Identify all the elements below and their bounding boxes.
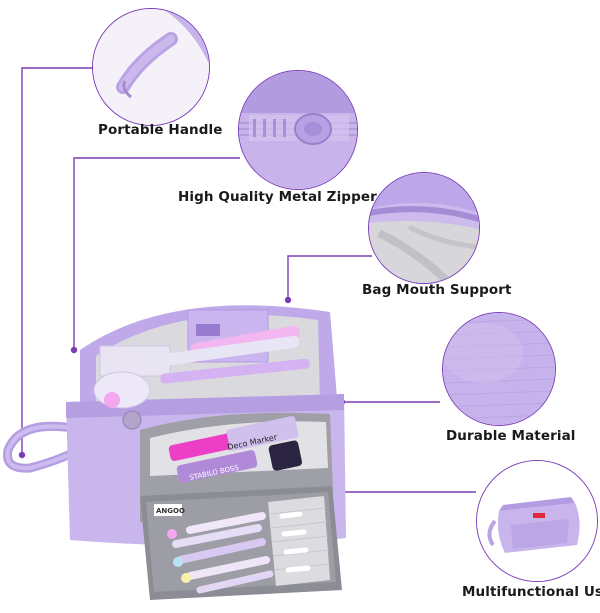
mouth-detail-image <box>369 173 479 283</box>
label-mouth-support: Bag Mouth Support <box>362 282 512 298</box>
feature-circle-mouth <box>368 172 480 284</box>
label-metal-zipper: High Quality Metal Zipper <box>178 189 377 205</box>
connector-zipper-dot <box>70 346 78 354</box>
label-durable-material: Durable Material <box>446 428 576 444</box>
feature-circle-zipper <box>238 70 358 190</box>
brand-tag-label: ANGOO <box>156 507 185 515</box>
material-detail-image <box>443 313 555 425</box>
label-multifunctional-use: Multifunctional Use <box>462 584 600 600</box>
connector-mouth <box>287 255 372 300</box>
connector-handle-dot <box>18 451 26 459</box>
label-portable-handle: Portable Handle <box>98 122 223 138</box>
feature-circle-material <box>442 312 556 426</box>
connector-mouth-dot <box>284 296 292 304</box>
brand-tag <box>533 513 545 518</box>
zipper-detail-image <box>239 71 357 189</box>
pencil-case-illustration: STABILO BOSS Deco Marker ANGOO <box>2 305 346 600</box>
feature-circle-use <box>476 460 598 582</box>
use-detail-image <box>477 461 597 581</box>
feature-circle-handle <box>92 8 210 126</box>
handle-detail-image <box>93 9 209 125</box>
connector-handle <box>21 67 92 455</box>
connector-zipper <box>73 157 240 350</box>
